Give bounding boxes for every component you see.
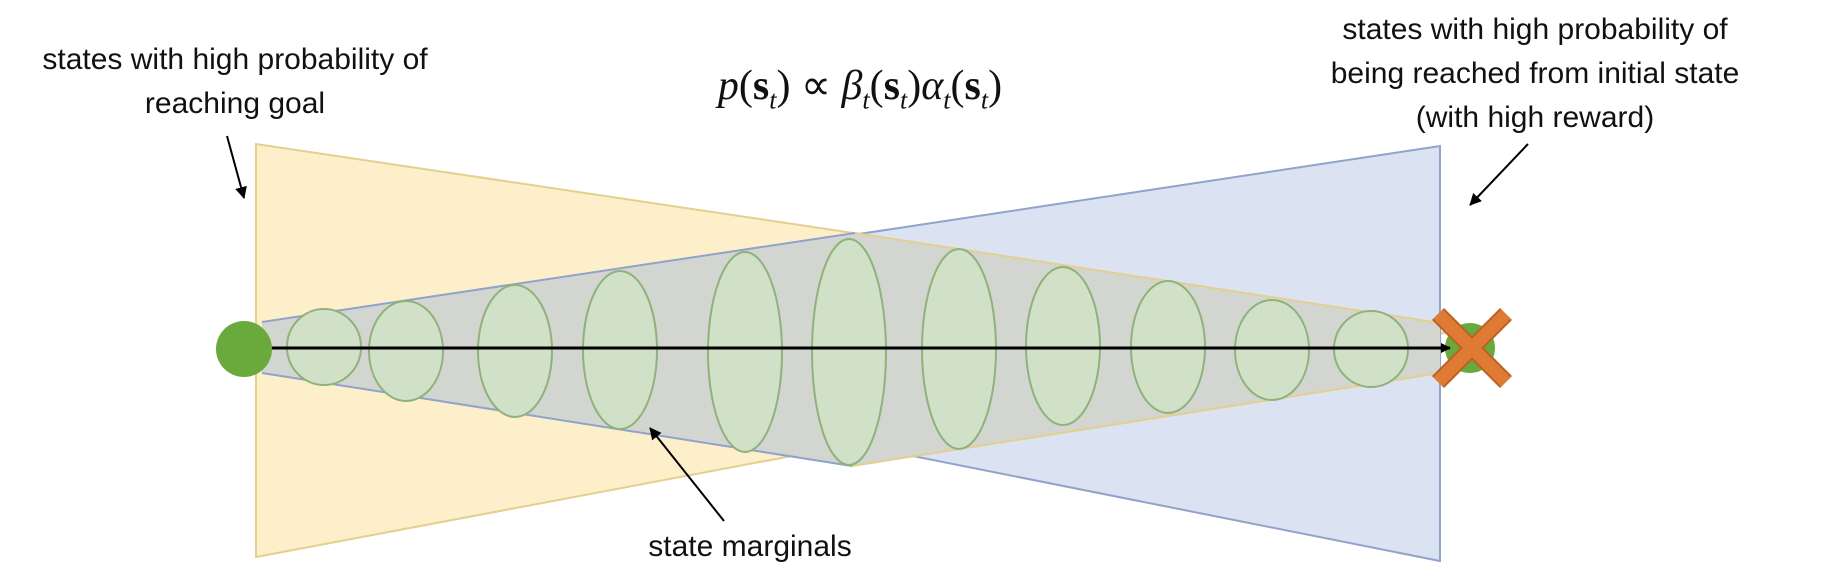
start-node (216, 321, 272, 377)
formula-paren-2: ) (776, 63, 791, 109)
reachable-states-caption: states with high probability of being re… (1275, 8, 1795, 140)
formula-p: p (717, 63, 739, 109)
formula-beta: β (841, 63, 863, 109)
state-marginal-4 (582, 270, 658, 430)
state-marginal-5 (707, 251, 783, 453)
goal-cross-icon (1431, 307, 1513, 389)
state-marginal-6 (811, 238, 887, 466)
state-marginal-8 (1025, 266, 1101, 426)
formula-time-3: t (900, 85, 908, 115)
formula-state-1: s (752, 63, 770, 109)
state-marginal-3 (477, 284, 553, 418)
formula-state-2: s (883, 63, 900, 109)
right-caption-pointer (1469, 143, 1529, 206)
formula-time-5: t (980, 85, 989, 115)
overlap-upper-left-edge (261, 232, 856, 323)
state-marginals-label: state marginals (648, 530, 852, 563)
overlap-lower-right-edge (851, 372, 1441, 467)
marginals-caption-pointer (649, 427, 725, 522)
formula-paren-1: ( (738, 63, 753, 109)
right-caption-line-2: being reached from initial state (1330, 57, 1740, 90)
state-marginal-10 (1234, 299, 1310, 401)
right-caption-line-1: states with high probability of (1342, 13, 1728, 46)
formula-paren-4: ) (907, 63, 922, 109)
formula-proportional: ∝ (800, 63, 831, 109)
formula-time-4: t (943, 85, 951, 115)
state-marginals-caption: state marginals (600, 525, 900, 569)
formula-alpha: α (921, 63, 944, 109)
formula-paren-5: ( (950, 63, 965, 109)
right-caption-line-3: (with high reward) (1415, 101, 1655, 134)
state-marginal-2 (368, 300, 444, 402)
goal-reaching-states-caption: states with high probability of reaching… (0, 38, 470, 126)
formula-state-3: s (964, 63, 981, 109)
marginal-formula: p(st) ∝ βt(st)αt(st) (660, 60, 1060, 115)
formula-time-1: t (769, 85, 777, 115)
formula-paren-6: ) (988, 63, 1003, 109)
formula-paren-3: ( (869, 63, 884, 109)
state-marginals (286, 238, 1409, 466)
left-caption-line-1: states with high probability of (42, 43, 428, 76)
overlap-upper-right-edge (854, 232, 1441, 324)
left-caption-line-2: reaching goal (144, 87, 326, 120)
formula-time-2: t (862, 85, 870, 115)
left-caption-pointer (226, 135, 247, 199)
